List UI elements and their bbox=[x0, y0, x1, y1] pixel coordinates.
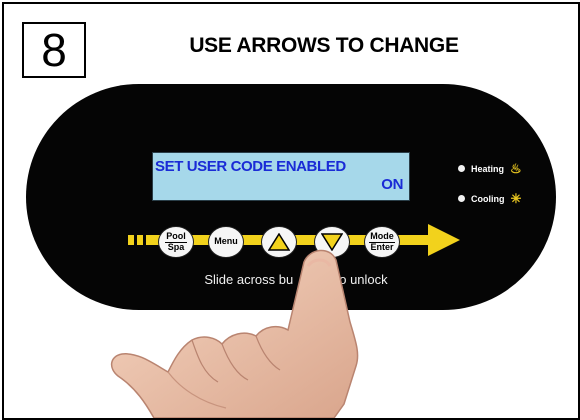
lcd-line-2: ON bbox=[381, 176, 403, 193]
snowflake-icon: ✳ bbox=[510, 191, 522, 206]
menu-button[interactable]: Menu bbox=[208, 226, 244, 258]
step-number: 8 bbox=[22, 22, 86, 78]
mode-enter-button[interactable]: Mode Enter bbox=[364, 226, 400, 258]
cooling-led bbox=[458, 195, 465, 202]
mode-label: Mode bbox=[369, 231, 395, 243]
menu-label: Menu bbox=[214, 236, 238, 247]
instruction-title: USE ARROWS TO CHANGE bbox=[189, 34, 459, 57]
down-button[interactable] bbox=[314, 226, 350, 258]
pool-label: Pool bbox=[165, 231, 187, 243]
lcd-display: SET USER CODE ENABLED ON bbox=[152, 152, 410, 201]
enter-label: Enter bbox=[370, 241, 394, 252]
control-panel: SET USER CODE ENABLED ON Heating ♨ Cooli… bbox=[26, 84, 556, 310]
pool-spa-button[interactable]: Pool Spa bbox=[158, 226, 194, 258]
down-arrow-icon bbox=[321, 233, 343, 251]
lcd-line-1: SET USER CODE ENABLED bbox=[155, 158, 346, 175]
flame-icon: ♨ bbox=[510, 161, 522, 176]
cooling-label: Cooling bbox=[471, 193, 505, 204]
heating-label: Heating bbox=[471, 163, 505, 174]
cooling-indicator: Cooling ✳ bbox=[458, 192, 521, 205]
slide-hint-start: Slide across bu bbox=[204, 272, 294, 287]
heating-indicator: Heating ♨ bbox=[458, 162, 522, 175]
spa-label: Spa bbox=[167, 241, 185, 252]
up-arrow-icon bbox=[268, 233, 290, 251]
slide-hint-end: o unlock bbox=[339, 272, 388, 287]
slide-hint: Slide across bu o unlock bbox=[166, 272, 426, 287]
heating-led bbox=[458, 165, 465, 172]
up-button[interactable] bbox=[261, 226, 297, 258]
